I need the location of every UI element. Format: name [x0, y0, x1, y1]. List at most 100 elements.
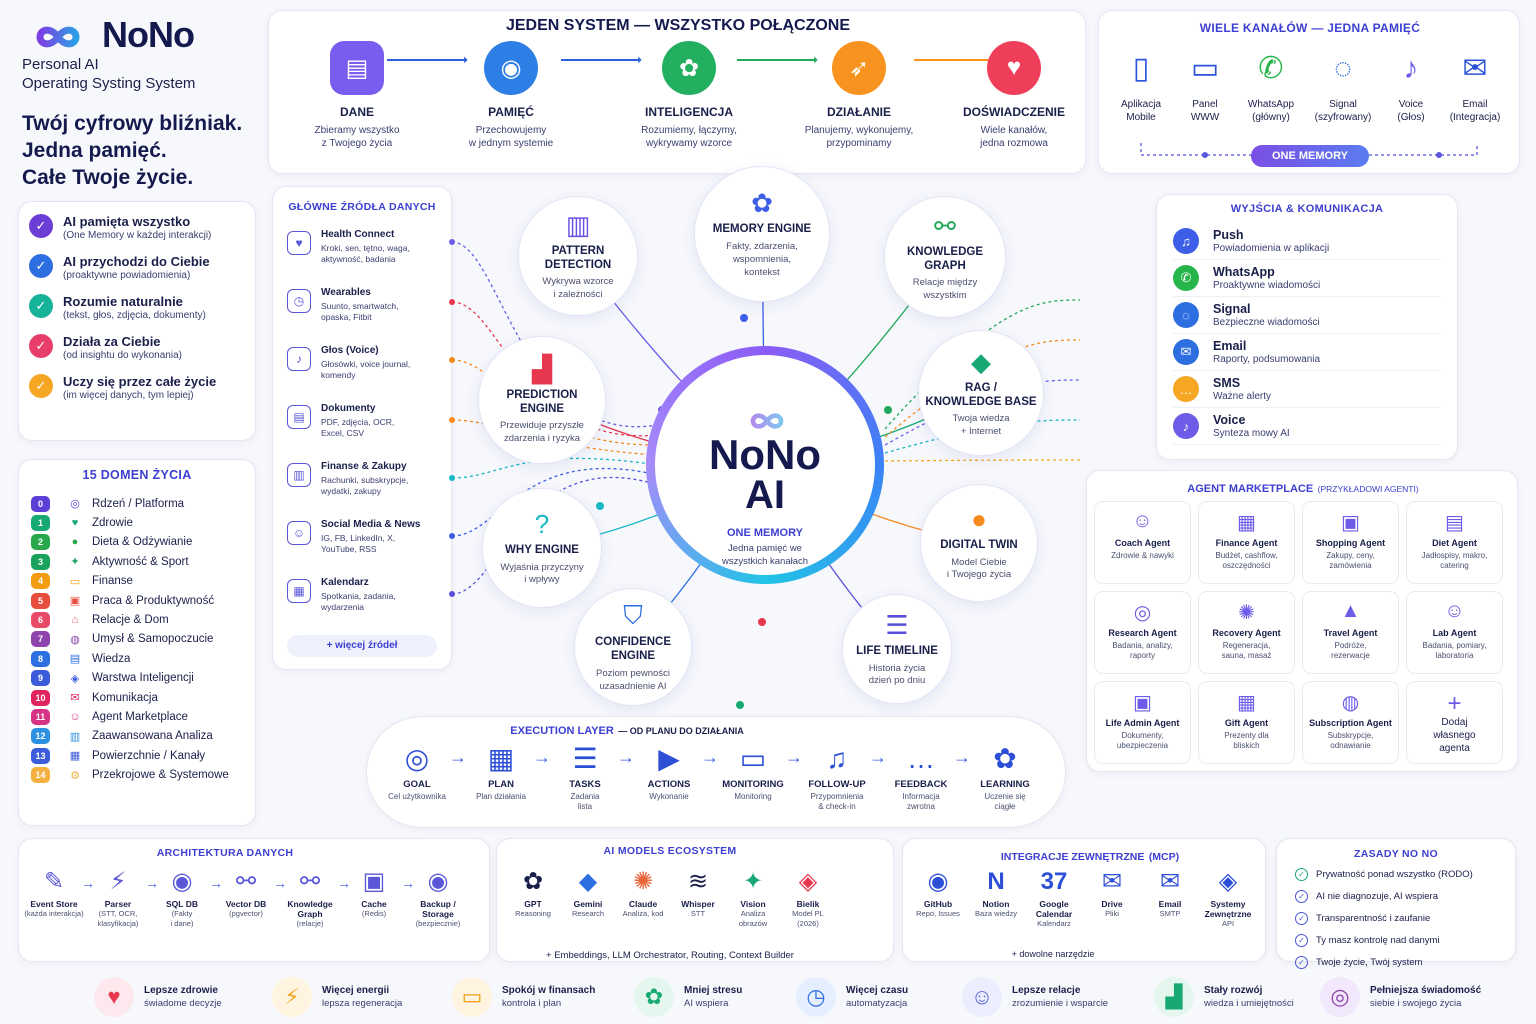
source-item[interactable]: ♪Głos (Voice)Głosówki, voice journal,kom…: [287, 345, 437, 392]
integration-name: Drive: [1101, 899, 1123, 909]
one-memory-badge: ONE MEMORY: [1251, 145, 1369, 167]
domain-item[interactable]: 3✦Aktywność & Sport: [31, 552, 243, 571]
source-name: Health Connect: [321, 229, 395, 240]
agent-desc-line: oszczędności: [1222, 561, 1271, 571]
source-desc-2: opaska, Fitbit: [321, 312, 372, 322]
arrow-right-icon: →: [701, 747, 719, 767]
domain-item[interactable]: 0◎Rdzeń / Platforma: [31, 494, 243, 513]
domain-item[interactable]: 1♥Zdrowie: [31, 513, 243, 532]
channel-voice[interactable]: ♪Voice(Głos): [1379, 49, 1443, 123]
domain-item[interactable]: 2●Dieta & Odżywianie: [31, 533, 243, 552]
source-icon: ◷: [287, 289, 311, 313]
domain-item[interactable]: 14⚙Przekrojowe & Systemowe: [31, 765, 243, 784]
link-dot: [596, 502, 604, 510]
integration-icon: ✉: [1159, 868, 1181, 895]
domain-item[interactable]: 4▭Finanse: [31, 572, 243, 591]
domain-item[interactable]: 5▣Praca & Produktywność: [31, 591, 243, 610]
domain-item[interactable]: 12▥Zaawansowana Analiza: [31, 727, 243, 746]
domain-item[interactable]: 13▦Powierzchnie / Kanały: [31, 746, 243, 765]
domain-item[interactable]: 11☺Agent Marketplace: [31, 707, 243, 726]
link-dot: [449, 533, 455, 539]
engine-name: KNOWLEDGE: [906, 245, 984, 258]
channel-signal[interactable]: ◌Signal(szyfrowany): [1311, 49, 1375, 123]
more-sources-link[interactable]: + więcej źródeł: [287, 635, 437, 657]
arch-item: ✎Event Store(każda interakcja): [21, 865, 87, 919]
domain-item[interactable]: 7◍Umysł & Samopoczucie: [31, 630, 243, 649]
feature-desc: (proaktywne powiadomienia): [63, 270, 191, 281]
domain-item[interactable]: 10✉Komunikacja: [31, 688, 243, 707]
flow-step-desc-2: wykrywamy wzorce: [645, 138, 733, 149]
channel-email[interactable]: ✉Email(Integracja): [1443, 49, 1507, 123]
engine-icon: ▟: [532, 353, 552, 384]
channel-whatsapp[interactable]: ✆WhatsApp(główny): [1239, 49, 1303, 123]
check-icon: ✓: [1295, 868, 1308, 881]
domain-item[interactable]: 9◈Warstwa Inteligencji: [31, 669, 243, 688]
domain-number: 8: [31, 650, 50, 667]
exec-desc-line: Uczenie się: [984, 792, 1026, 801]
domain-item[interactable]: 6⌂Relacje & Dom: [31, 610, 243, 629]
agent-desc-line: Jadłospisy, makro,: [1421, 551, 1488, 560]
agent-desc-line: bliskich: [1233, 741, 1260, 751]
domain-item[interactable]: 8▤Wiedza: [31, 649, 243, 668]
